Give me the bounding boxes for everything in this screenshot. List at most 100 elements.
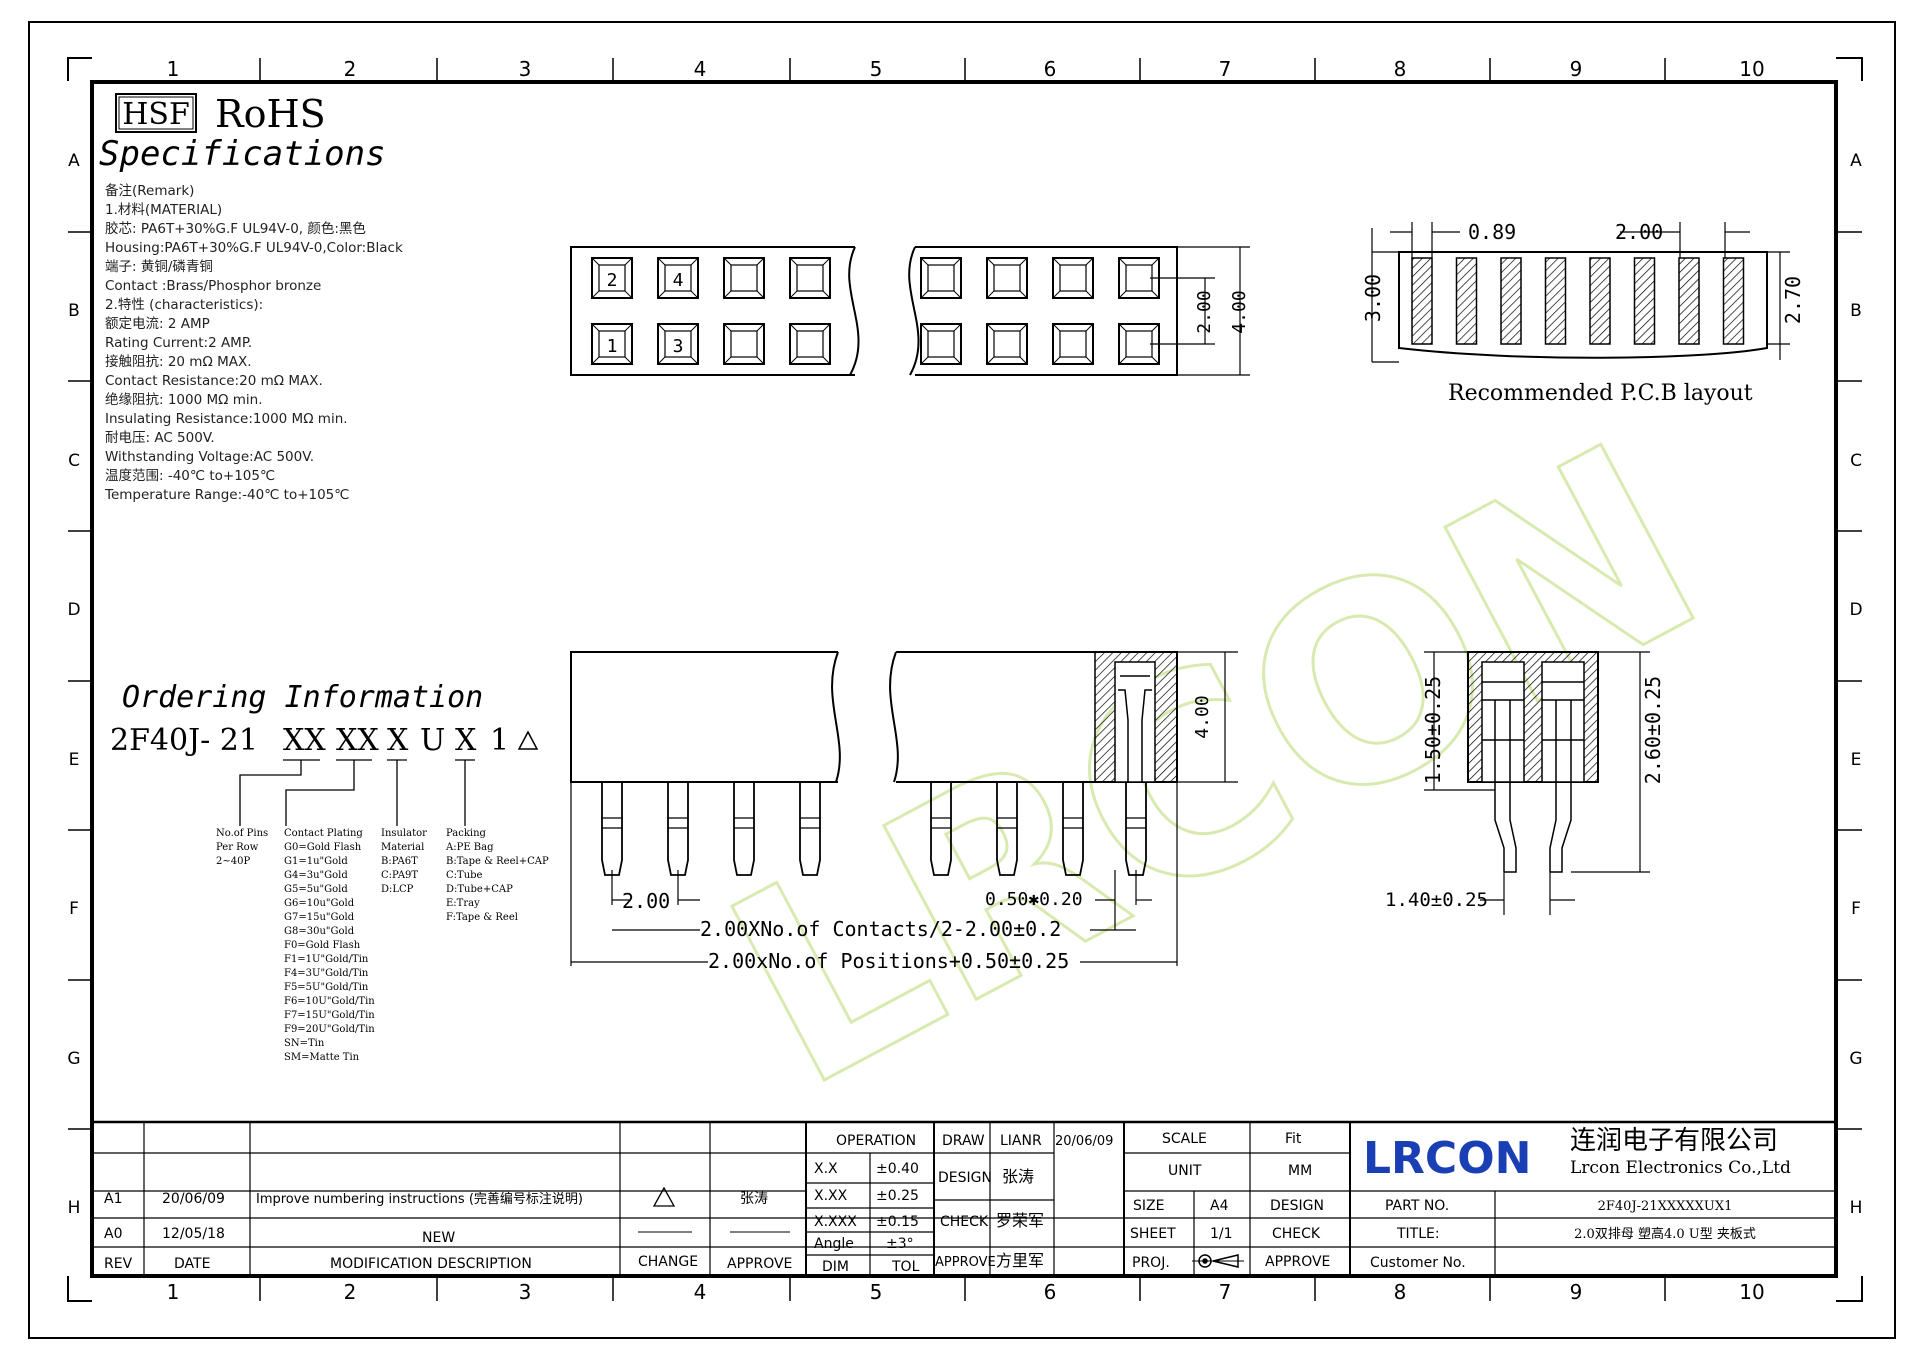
order-code-part: XX [283,723,326,758]
cavity-chamfer [920,257,929,266]
cavity-inner [927,264,955,292]
order-leader-lines [239,759,475,826]
row-label: F [69,899,79,919]
cavity-chamfer [822,356,831,365]
side-view-dimension-lines [570,651,1238,966]
specifications-title: Specifications [99,134,386,174]
legend-line: F9=20U"Gold/Tin [284,1024,375,1035]
cavity-chamfer [1052,323,1061,332]
cavity-inner [796,330,824,358]
cavity-chamfer [723,290,732,299]
proj-label: PROJ. [1132,1255,1170,1271]
top-view [570,246,1178,376]
col-label: 4 [694,57,707,81]
remark-line: 1.材料(MATERIAL) [105,202,222,218]
cavity-chamfer [624,323,633,332]
col-label: 8 [1394,57,1407,81]
rev-cell: A0 [104,1226,122,1242]
hsf-box [115,93,197,133]
design-name: 张涛 [1002,1167,1034,1186]
cavity-outer [591,323,633,365]
title-value: 2.0双排母 塑高4.0 U型 夹板式 [1574,1226,1756,1242]
draw-label: DRAW [942,1133,985,1149]
cavity-inner [664,264,692,292]
check-name: 罗荣军 [996,1211,1044,1230]
cavity-chamfer [1019,356,1028,365]
cavity-chamfer [723,356,732,365]
cavity-chamfer [1151,290,1160,299]
cavity-chamfer [657,356,666,365]
remark-line: 温度范围: -40℃ to+105℃ [105,468,275,484]
row-label: H [1850,1198,1863,1218]
col-label: 6 [1044,57,1057,81]
cavity-outer [657,323,699,365]
tol-dim: X.XX [814,1188,848,1204]
rev-head: CHANGE [638,1254,698,1270]
pin-tail [733,782,755,876]
cavity-chamfer [953,323,962,332]
order-code-part: XX [336,723,379,758]
row-label: F [1851,899,1861,919]
row-label: C [1850,451,1862,471]
legend-line: B:PA6T [381,856,418,867]
cavity-chamfer [756,323,765,332]
cavity-inner [1059,330,1087,358]
cavity-outer [1052,323,1094,365]
cavity-chamfer [920,356,929,365]
scale-table: SCALE Fit UNIT MM SIZE A4 DESIGN SHEET 1… [1130,1131,1330,1271]
col-label: 5 [870,1280,883,1304]
col-label: 6 [1044,1280,1057,1304]
row-label: B [1850,301,1862,321]
draw-name: LIANR [1000,1133,1042,1149]
pin-tail [799,782,821,876]
cavity-chamfer [1118,356,1127,365]
col-label: 1 [167,1280,180,1304]
legend-line: F0=Gold Flash [284,940,361,951]
approve-label: APPROVE [935,1255,996,1270]
cavity-chamfer [1151,257,1160,266]
cavity-chamfer [690,290,699,299]
cavity-chamfer [624,356,633,365]
row-label: A [1850,151,1862,171]
dim-label: 2.60±0.25 [1641,676,1665,784]
cavity-outer [789,323,831,365]
dim-label: 2.00 [622,889,670,913]
check-label: CHECK [940,1214,989,1230]
remark-line: Contact Resistance:20 mΩ MAX. [105,373,323,389]
order-code-prefix: 2F40J- 21 [110,723,258,758]
legend-line: SN=Tin [284,1038,325,1049]
cavity-chamfer [1085,323,1094,332]
cavity-chamfer [591,257,600,266]
dim-label: 2.00XNo.of Contacts/2-2.00±0.2 [700,917,1061,941]
cavity-chamfer [1151,356,1160,365]
part-info: PART NO. 2F40J-21XXXXXUX1 TITLE: 2.0双排母 … [1370,1198,1756,1271]
cavity-chamfer [1052,356,1061,365]
dim-label: 4.00 [1192,695,1213,738]
company-name-cn: 连润电子有限公司 [1570,1126,1778,1156]
cavity-chamfer [690,323,699,332]
row-label: E [1851,750,1862,770]
cavity-outer [986,257,1028,299]
rev-desc: Improve numbering instructions (完善编号标注说明… [256,1191,583,1207]
cavity-chamfer [756,356,765,365]
cavity-chamfer [789,323,798,332]
remark-line: Withstanding Voltage:AC 500V. [105,449,314,465]
pcb-pad [1589,257,1611,345]
cavity-chamfer [986,323,995,332]
cavity-chamfer [1052,290,1061,299]
cavity-chamfer [1085,257,1094,266]
approve-name: 方里军 [996,1251,1044,1270]
pcb-pad [1544,257,1567,345]
cavity-outer [657,257,699,299]
corner-marks [67,57,1863,1302]
remark-line: Housing:PA6T+30%G.F UL94V-0,Color:Black [105,240,403,256]
draw-date: 20/06/09 [1055,1134,1113,1149]
cavity-chamfer [1019,323,1028,332]
rev-desc: NEW [422,1230,455,1246]
row-label: H [68,1198,81,1218]
remark-line: 胶芯: PA6T+30%G.F UL94V-0, 颜色:黑色 [105,220,366,237]
cavity-chamfer [1151,323,1160,332]
design-label: DESIGN [938,1170,992,1186]
